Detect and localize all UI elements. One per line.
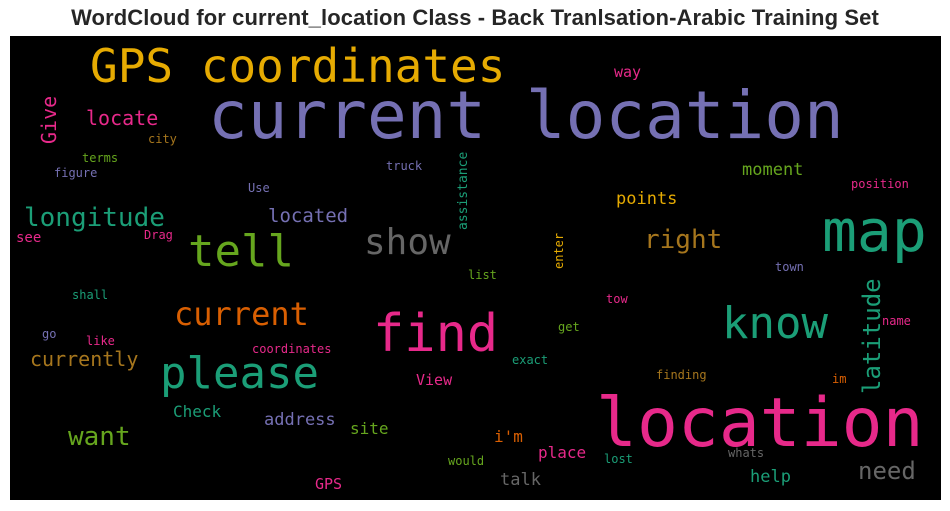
word-terms: terms [82,151,118,165]
word-position: position [851,177,909,191]
word-enter: enter [552,233,566,269]
word-i-m: i'm [494,427,523,446]
word-need: need [858,457,916,485]
word-city: city [148,132,177,146]
word-right: right [644,225,722,255]
word-address: address [264,410,336,430]
word-current-location: current location [208,77,844,154]
word-view: View [416,371,453,389]
word-know: know [722,298,828,349]
word-gps-coordinates: GPS coordinates [90,39,505,93]
chart-title: WordCloud for current_location Class - B… [71,5,879,30]
word-town: town [775,260,804,274]
word-talk: talk [500,470,541,490]
word-latitude: latitude [858,278,886,394]
word-find: find [373,304,498,364]
word-current: current [174,295,309,333]
word-see: see [16,230,41,246]
word-tow: tow [606,292,628,306]
word-place: place [538,443,586,462]
word-gps: GPS [315,475,342,493]
word-tell: tell [188,226,294,277]
word-like: like [86,334,115,348]
word-longitude: longitude [24,203,165,233]
word-list: list [468,268,497,282]
word-locate: locate [86,106,158,130]
word-want: want [68,422,131,452]
word-way: way [614,63,641,81]
word-coordinates: coordinates [252,342,331,356]
word-give: Give [37,96,61,144]
word-help: help [750,467,791,487]
word-currently: currently [30,347,138,371]
word-would: would [448,454,484,468]
word-moment: moment [742,160,803,180]
word-use: Use [248,181,270,195]
word-location: location [596,384,924,463]
word-lost: lost [604,452,633,466]
word-shall: shall [72,288,108,302]
word-get: get [558,320,580,334]
word-im: im [832,372,846,386]
word-drag: Drag [144,228,173,242]
word-name: name [882,314,911,328]
word-located: located [268,205,348,227]
word-points: points [616,189,677,209]
word-exact: exact [512,353,548,367]
word-truck: truck [386,159,423,173]
word-please: please [160,348,319,399]
word-check: Check [173,402,222,421]
word-figure: figure [54,166,97,180]
word-show: show [364,222,451,263]
word-go: go [42,327,56,341]
word-assistance: assistance [456,152,471,230]
word-site: site [350,419,389,438]
word-map: map [822,197,927,265]
word-whats: whats [728,446,764,460]
word-finding: finding [656,368,707,382]
